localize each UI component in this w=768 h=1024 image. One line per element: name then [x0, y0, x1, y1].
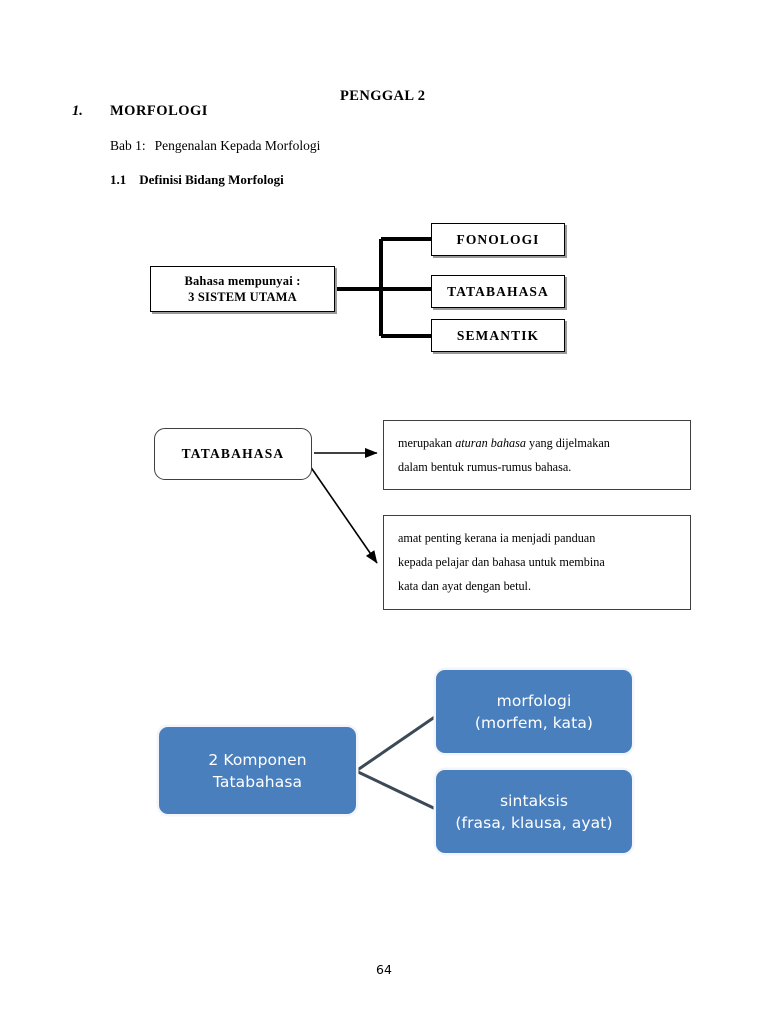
komponen-child-line-1: sintaksis	[499, 791, 569, 810]
figure-language-systems: Bahasa mempunyai : 3 SISTEM UTAMA FONOLO…	[150, 218, 590, 366]
smartart-connectors	[355, 710, 443, 814]
systems-root-line-1: Bahasa mempunyai :	[184, 273, 301, 288]
figure-tatabahasa-definitions: TATABAHASA merupakan aturan bahasa yang …	[152, 420, 694, 610]
komponen-child-line-2: (morfem, kata)	[474, 713, 594, 732]
tatabahasa-definition-1: merupakan aturan bahasa yang dijelmakan …	[383, 420, 691, 490]
systems-branch-label: FONOLOGI	[456, 231, 540, 247]
chapter-line: Bab 1: Pengenalan Kepada Morfologi	[110, 138, 320, 154]
systems-branch-semantik: SEMANTIK	[431, 319, 565, 352]
komponen-child-morfologi: morfologi (morfem, kata)	[436, 670, 632, 753]
page-number: 64	[376, 962, 392, 977]
arrow-connectors	[309, 447, 378, 564]
definition-text-before: merupakan	[398, 436, 456, 450]
definition-line: kepada pelajar dan bahasa untuk membina	[398, 554, 605, 569]
subsection-title: Definisi Bidang Morfologi	[139, 172, 284, 187]
komponen-root-line-2: Tatabahasa	[212, 772, 303, 791]
tatabahasa-node: TATABAHASA	[154, 428, 312, 480]
systems-branch-label: SEMANTIK	[456, 327, 540, 343]
document-title: PENGGAL 2	[340, 88, 426, 104]
chapter-title: Pengenalan Kepada Morfologi	[154, 138, 321, 153]
definition-line: kata dan ayat dengan betul.	[398, 578, 531, 593]
bracket-connectors	[335, 237, 431, 338]
subsection-heading: 1.1 Definisi Bidang Morfologi	[110, 172, 284, 188]
tatabahasa-node-label: TATABAHASA	[181, 446, 285, 461]
section-title: MORFOLOGI	[110, 103, 208, 119]
systems-branch-tatabahasa: TATABAHASA	[431, 275, 565, 308]
figure-komponen-tatabahasa: 2 Komponen Tatabahasa morfologi (morfem,…	[155, 665, 640, 865]
chapter-label: Bab 1:	[110, 138, 146, 153]
subsection-number: 1.1	[110, 172, 127, 187]
definition-text-emphasis: aturan bahasa	[455, 436, 526, 450]
komponen-root-line-1: 2 Komponen	[208, 750, 307, 769]
definition-line: dalam bentuk rumus-rumus bahasa.	[398, 459, 572, 474]
komponen-child-sintaksis: sintaksis (frasa, klausa, ayat)	[436, 770, 632, 853]
definition-text-after: yang dijelmakan	[525, 436, 610, 450]
systems-branch-fonologi: FONOLOGI	[431, 223, 565, 256]
section-number: 1.	[72, 103, 83, 119]
systems-root-box: Bahasa mempunyai : 3 SISTEM UTAMA	[150, 266, 335, 312]
definition-line: amat penting kerana ia menjadi panduan	[398, 531, 596, 545]
systems-root-line-2: 3 SISTEM UTAMA	[188, 290, 297, 304]
komponen-root-box: 2 Komponen Tatabahasa	[159, 727, 356, 814]
definition-line: merupakan aturan bahasa yang dijelmakan	[398, 432, 676, 456]
komponen-child-line-2: (frasa, klausa, ayat)	[455, 813, 613, 832]
tatabahasa-definition-2: amat penting kerana ia menjadi panduan k…	[383, 515, 691, 610]
komponen-child-line-1: morfologi	[496, 691, 572, 710]
systems-branch-label: TATABAHASA	[447, 283, 549, 299]
